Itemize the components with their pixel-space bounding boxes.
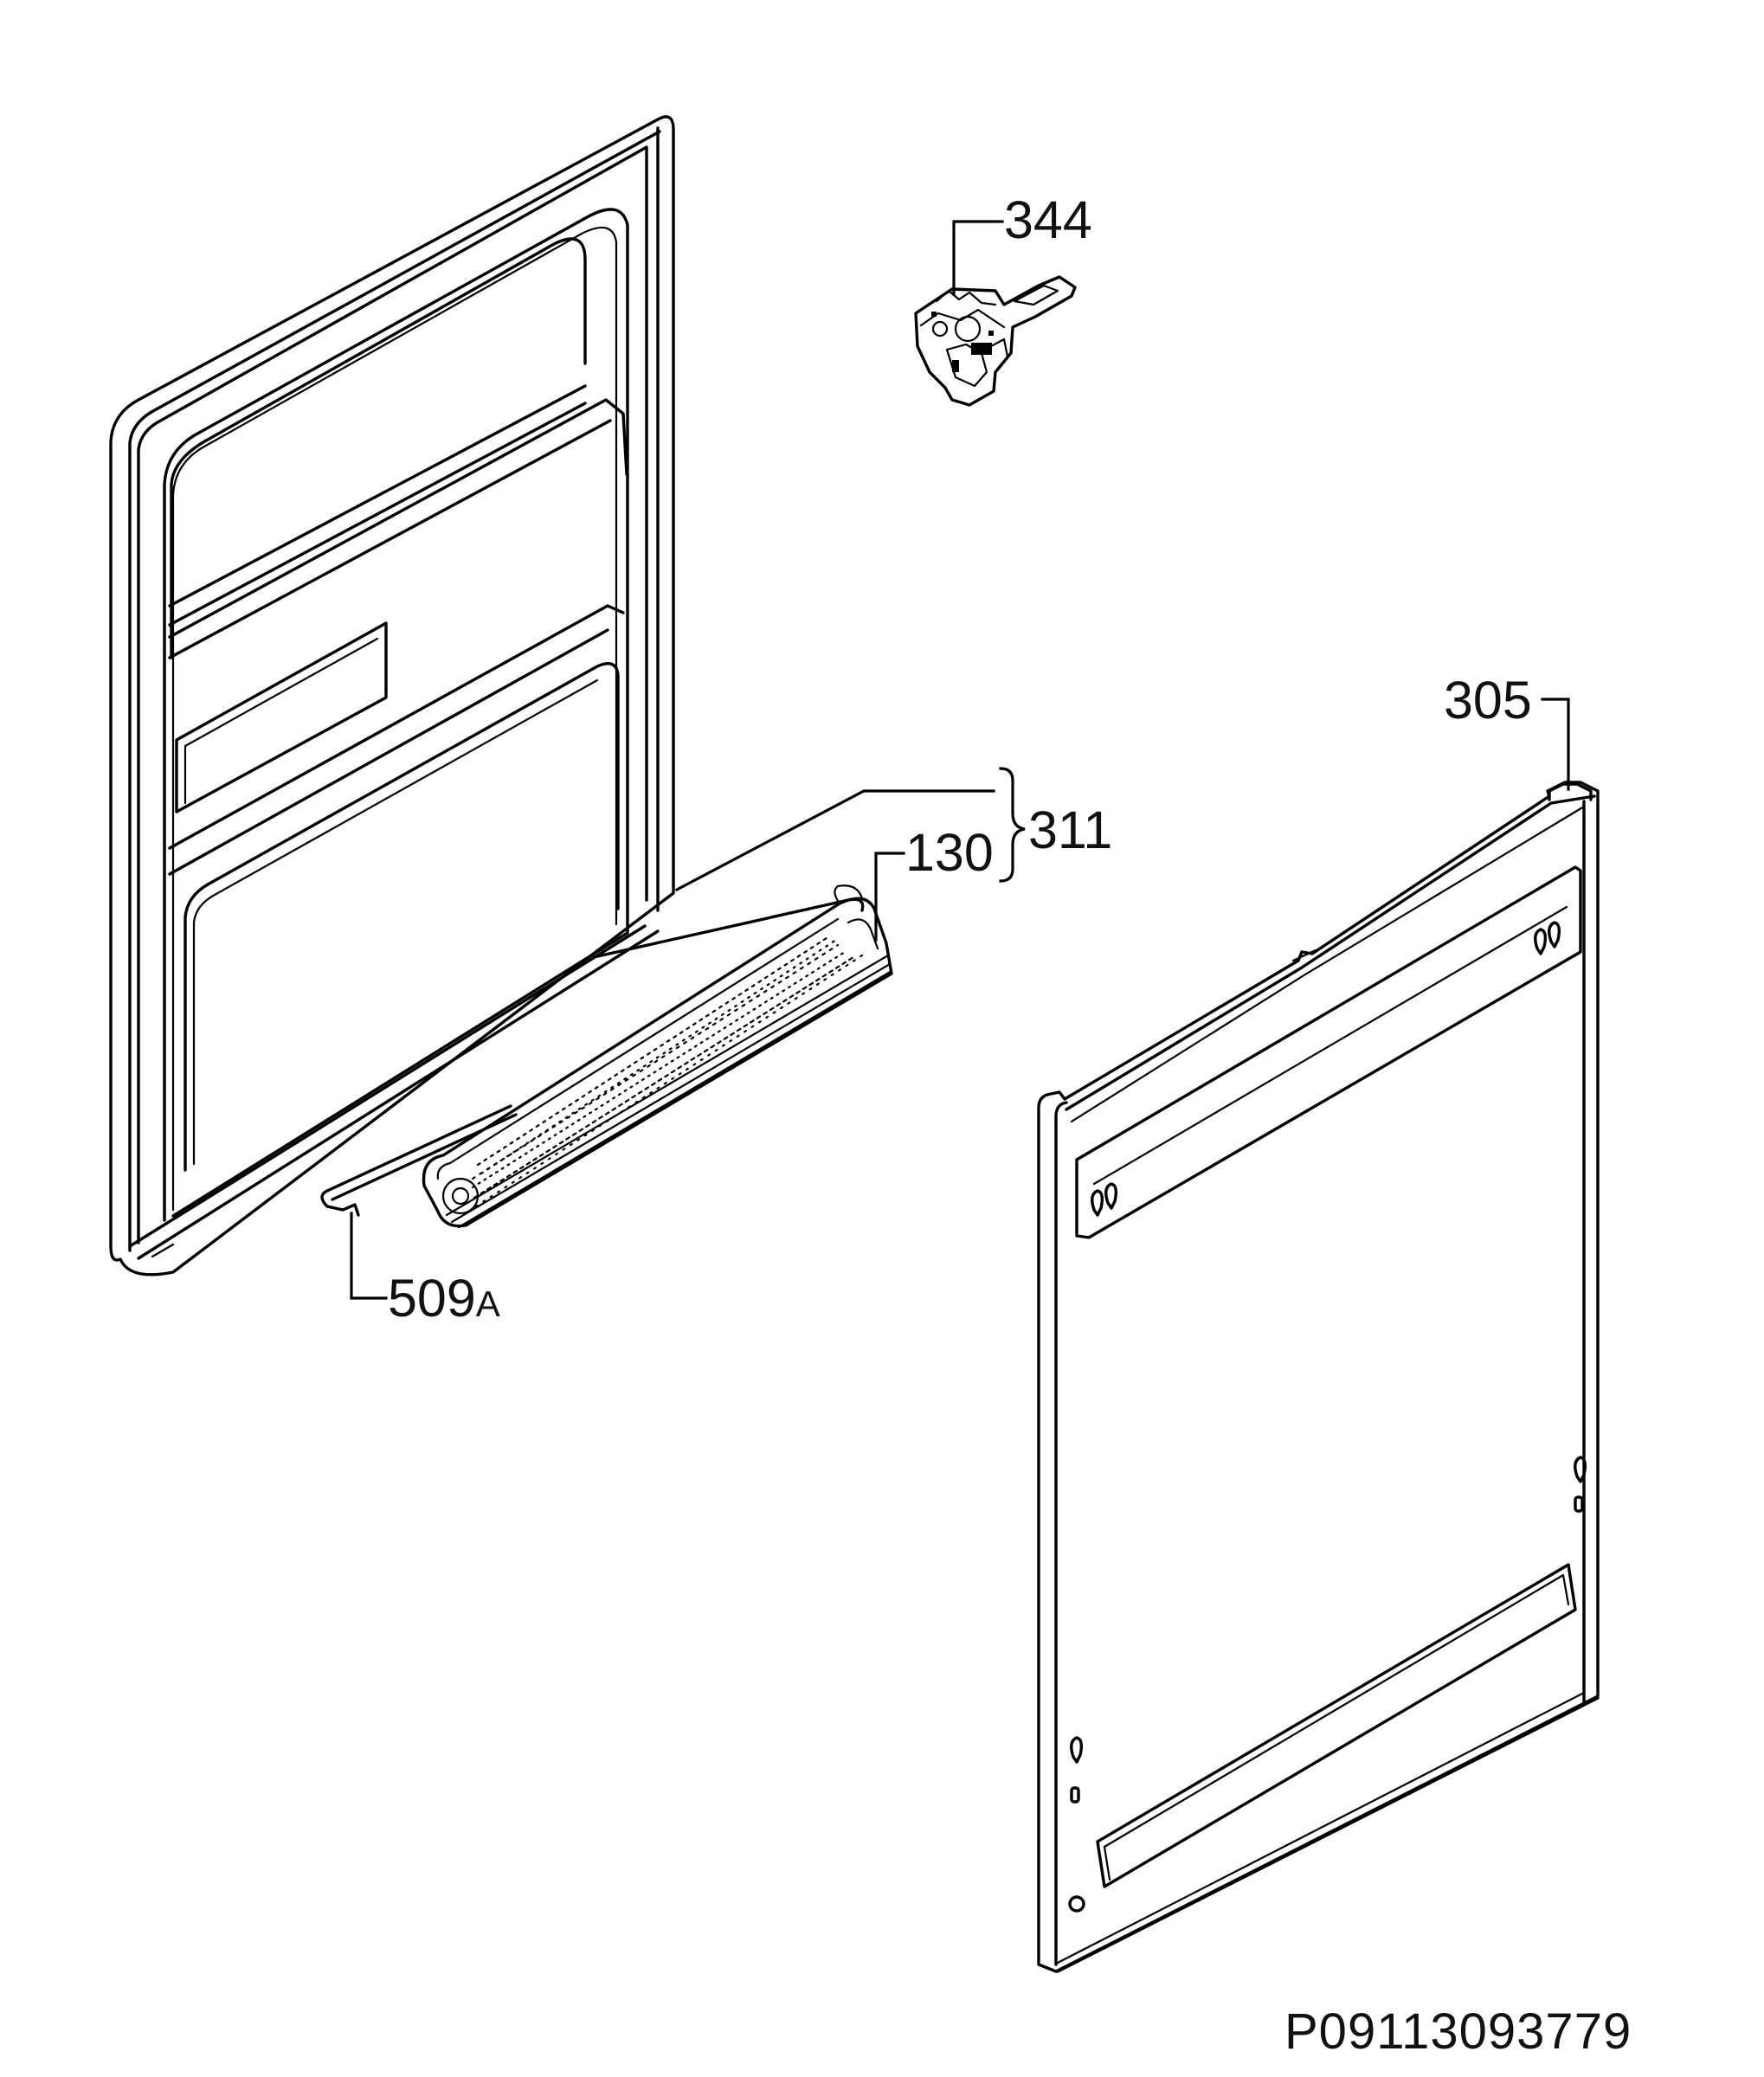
label-509a: 509A: [388, 1269, 500, 1328]
label-305: 305: [1444, 671, 1532, 730]
callout-311: 311: [674, 767, 1112, 892]
door-latch-344: [914, 275, 1077, 407]
label-311: 311: [1028, 801, 1112, 859]
door-seal-130: [422, 884, 893, 1229]
drawing-number: P09113093779: [1284, 2003, 1632, 2060]
outer-door-panel-305: [1037, 781, 1600, 1973]
label-130: 130: [905, 823, 994, 882]
callout-130: 130: [874, 823, 994, 942]
inner-door-panel: [109, 115, 675, 1276]
callout-344: 344: [952, 190, 1092, 296]
hinge-rod-509a: [320, 1104, 518, 1217]
callout-509a: 509A: [350, 1212, 500, 1328]
label-344: 344: [1004, 190, 1092, 249]
callout-305: 305: [1444, 671, 1570, 791]
